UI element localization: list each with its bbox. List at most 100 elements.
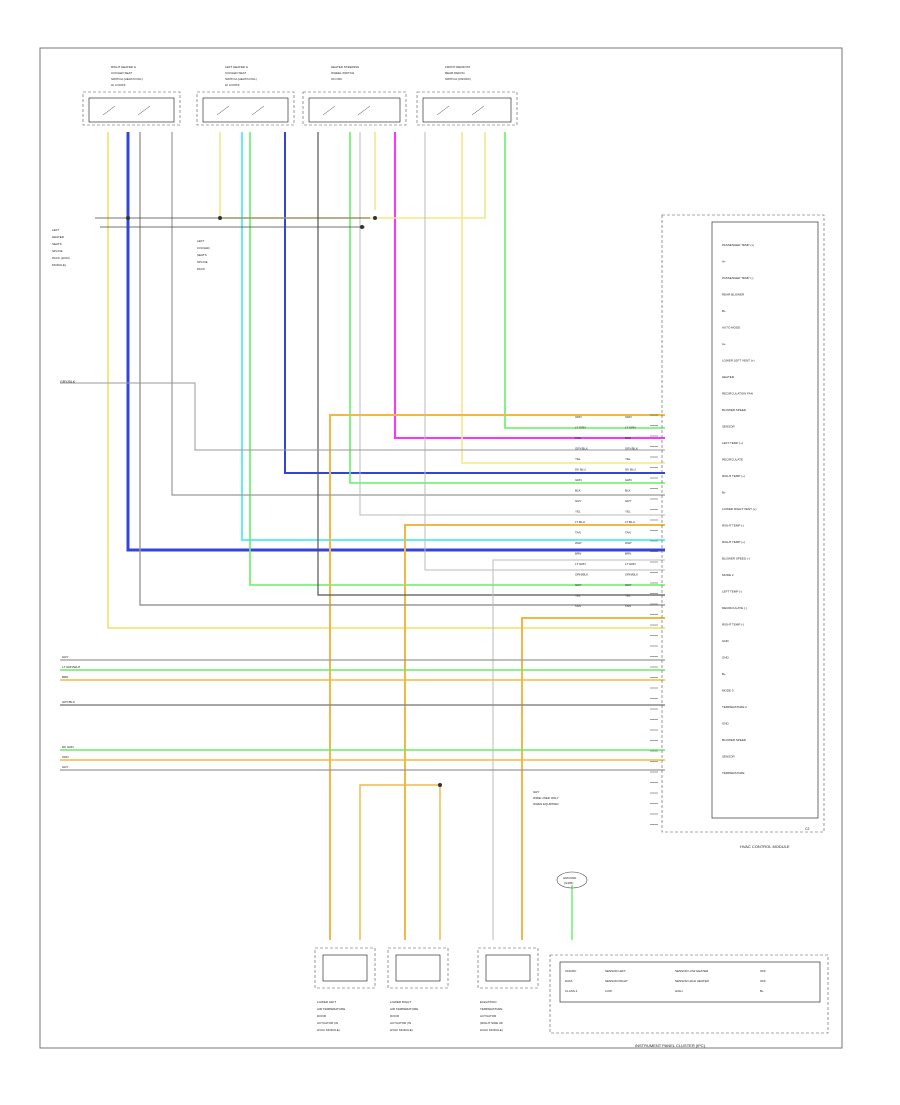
actuator-label: ELEVATION xyxy=(480,1000,496,1004)
ipc-cell: SENSOR HIGH HEATER xyxy=(675,979,710,983)
hvac-wire-color-right: WHT xyxy=(625,541,632,545)
hvac-pin-label: SENSOR xyxy=(722,755,736,759)
actuator-label: ACTUATOR (IN xyxy=(317,1021,338,1025)
hvac-wire-color-right: LT GRN xyxy=(625,426,636,430)
hvac-pin-label: TEMPERATURE xyxy=(722,771,744,775)
hvac-wire-color-right: TAN xyxy=(625,604,631,608)
hvac-wire-color: ORN xyxy=(575,415,582,419)
hvac-wire-color: LT GRN xyxy=(575,426,586,430)
ipc-cell: OFF xyxy=(760,969,766,973)
splice-b-line: SEATS xyxy=(197,253,207,257)
hvac-pin-labels: PASSENGER TEMP (+) A+ PASSENGER TEMP (-) RE… xyxy=(722,243,756,775)
hvac-pin-label: B+ xyxy=(722,309,726,313)
wire-blue-left xyxy=(126,132,665,552)
hvac-pin-label: PASSENGER TEMP (-) xyxy=(722,276,753,280)
wire-orange-3 xyxy=(521,617,665,940)
switch-label: SWITCH (HEAT/COOL) xyxy=(225,77,257,81)
hvac-pin-label: BLOWER SPEED xyxy=(722,738,747,742)
gray-note-line: WHEN EQUIPPED xyxy=(533,802,559,806)
hvac-wire-color: DK BLU xyxy=(575,468,586,472)
switch-label: COOLED SEAT xyxy=(111,71,132,75)
actuator-label: HVAC MODULE) xyxy=(317,1028,340,1032)
hvac-wire-color-right: GRY/BLK xyxy=(625,447,638,451)
hvac-pin-label: TEMPERATURE 2 xyxy=(722,705,747,709)
hvac-wire-color: YEL xyxy=(575,457,581,461)
hvac-wire-color-right: LT GRN xyxy=(625,562,636,566)
ipc-cell: DATA xyxy=(565,979,573,983)
hvac-pin-label: PASSENGER TEMP (+) xyxy=(722,243,754,247)
hvac-pin-label: HEATER xyxy=(722,375,735,379)
wire-yellow-splice xyxy=(219,132,486,219)
actuator-label: AIR TEMPERATURE xyxy=(390,1007,418,1011)
wire-group xyxy=(60,132,665,940)
hvac-pin-label: AUTO MODE xyxy=(722,326,740,330)
splice-a-line: HEATED xyxy=(52,235,65,239)
hvac-control-module: C2 HVAC CONTROL MODULE PASSENGER TEMP (+… xyxy=(575,214,825,849)
wire-gray-1 xyxy=(139,132,665,606)
hvac-pin-label: LOWER LEFT VENT (+) xyxy=(722,359,754,363)
hvac-wire-color-right: YEL xyxy=(625,457,631,461)
hvac-pin-label: RIGHT TEMP (+) xyxy=(722,474,745,478)
switch-label: WHEEL SWITCH xyxy=(331,71,354,75)
hvac-pin-label: REAR BLOWER xyxy=(722,293,745,297)
actuator-label: TEMPERATURE xyxy=(480,1007,502,1011)
hvac-pin-label: A+ xyxy=(722,342,726,346)
wire-gray-5 xyxy=(424,132,665,571)
hvac-wire-color-right: ORN/BLK xyxy=(625,573,638,577)
wire-gray-7 xyxy=(492,559,665,940)
switch-label: HI LO/OFF xyxy=(111,83,126,87)
hvac-pin-label: RECIRCULATE (-) xyxy=(722,606,747,610)
hvac-wire-color: BLK xyxy=(575,489,581,493)
hvac-wire-color-right: TAN xyxy=(625,531,631,535)
switch-label: ON OFF xyxy=(331,77,342,81)
wire-orange-4 xyxy=(359,784,441,940)
wire-gray-3 xyxy=(317,132,665,596)
hvac-pin-label: GND xyxy=(722,639,730,643)
actuator-label: ACTUATOR xyxy=(480,1014,497,1018)
hvac-wire-color-right: LT BLU xyxy=(625,520,635,524)
actuator-label: DOOR xyxy=(317,1014,327,1018)
gray-note-line: WIRE USED ONLY xyxy=(533,796,559,800)
left-wire-label: DK GRN xyxy=(62,745,74,749)
wire-blue-mid xyxy=(284,132,665,474)
hvac-pin-label: RECIRCULATE xyxy=(722,458,743,462)
hvac-module-title: HVAC CONTROL MODULE xyxy=(740,844,790,849)
left-wire-label: LT GRN/WHT xyxy=(62,665,81,669)
wire-gray-6 xyxy=(60,382,665,451)
actuator-label: ACTUATOR (IN xyxy=(390,1021,411,1025)
ipc-cell: LOW xyxy=(605,989,612,993)
hvac-wire-color: YEL xyxy=(575,510,581,514)
hvac-wire-color: YEL xyxy=(575,594,581,598)
actuator-label: AIR TEMPERATURE xyxy=(317,1007,345,1011)
wire-label-grayblk: GRY/BLK xyxy=(60,380,76,384)
hvac-wire-color-right: YEL xyxy=(625,510,631,514)
splice-a-line: LEFT xyxy=(52,228,60,232)
hvac-wire-color: GRY xyxy=(575,499,581,503)
splice-b-line: COOLED xyxy=(197,246,211,250)
hvac-pin-label: B+ xyxy=(722,672,726,676)
hvac-pin-label: MODE 3 xyxy=(722,689,734,693)
switch-label: SWITCH (HEAT/COOL) xyxy=(111,77,143,81)
ipc-cell: HIGH xyxy=(675,989,683,993)
wire-orange-2 xyxy=(404,524,665,940)
wire-cyan xyxy=(241,132,665,541)
ipc-title: INSTRUMENT PANEL CLUSTER (IPC) xyxy=(635,1043,706,1048)
hvac-pin-label: RIGHT TEMP (-) xyxy=(722,623,744,627)
ground-sub: (G305) xyxy=(564,881,573,885)
hvac-pin-label: BLOWER SPEED (-) xyxy=(722,557,750,561)
splice-b-line: PACK xyxy=(197,267,205,271)
splice-b-line: LEFT xyxy=(197,239,205,243)
diagram-border xyxy=(39,47,843,1049)
switch-label: RIGHT HEATED & xyxy=(111,65,136,69)
left-wire-label: GRY xyxy=(62,765,68,769)
actuator-label: HVAC MODULE) xyxy=(390,1028,413,1032)
gray-note-line: GRY xyxy=(533,790,539,794)
